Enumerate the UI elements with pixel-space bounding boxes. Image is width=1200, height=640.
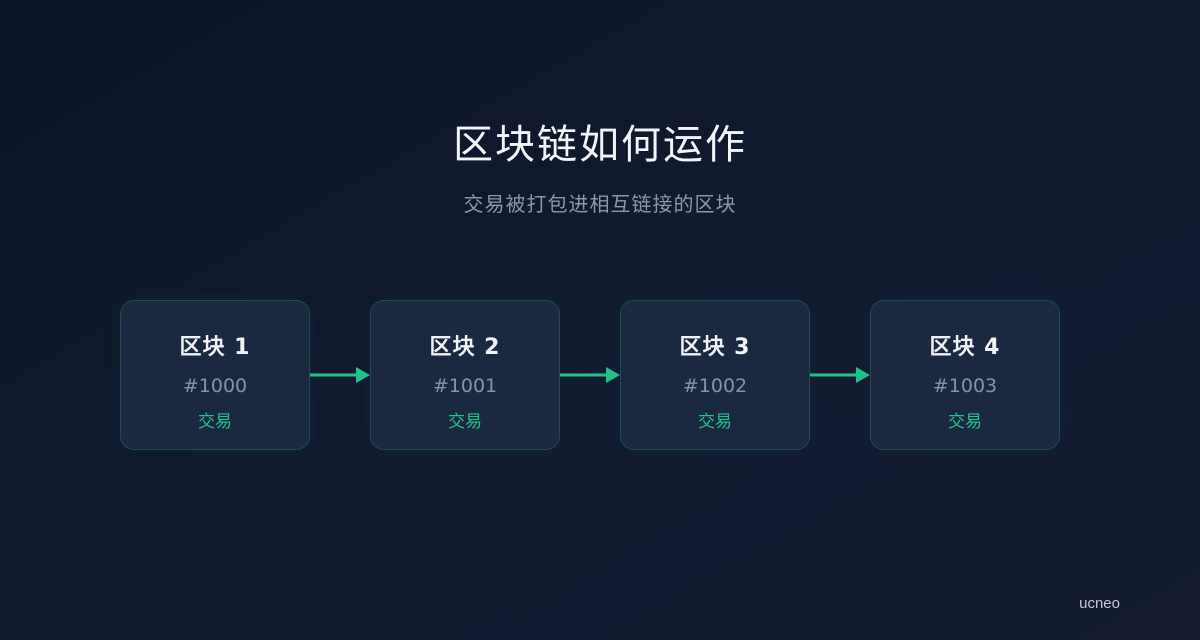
block-hash: #1001: [432, 375, 498, 397]
block-title: 区块 2: [429, 335, 501, 360]
block-hash: #1002: [682, 375, 748, 397]
block-title: 区块 3: [679, 335, 751, 360]
watermark-logo: ucneo: [1079, 595, 1120, 612]
block-title: 区块 1: [179, 335, 251, 360]
block-card-2: 区块 2 #1001 交易: [370, 300, 560, 450]
block-card-1: 区块 1 #1000 交易: [120, 300, 310, 450]
block-chain-diagram: 区块 1 #1000 交易 区块 2 #1001 交易 区块 3 #1002 交…: [120, 300, 1060, 450]
arrow-right-icon: [560, 367, 620, 383]
arrow-right-icon: [310, 367, 370, 383]
block-card-3: 区块 3 #1002 交易: [620, 300, 810, 450]
page-subtitle: 交易被打包进相互链接的区块: [463, 192, 737, 216]
page-title: 区块链如何运作: [453, 122, 747, 168]
block-title: 区块 4: [929, 335, 1001, 360]
arrow-right-icon: [810, 367, 870, 383]
block-transactions: 交易: [198, 412, 232, 432]
block-card-4: 区块 4 #1003 交易: [870, 300, 1060, 450]
block-hash: #1003: [932, 375, 998, 397]
block-hash: #1000: [182, 375, 248, 397]
block-transactions: 交易: [948, 412, 982, 432]
block-transactions: 交易: [448, 412, 482, 432]
block-transactions: 交易: [698, 412, 732, 432]
